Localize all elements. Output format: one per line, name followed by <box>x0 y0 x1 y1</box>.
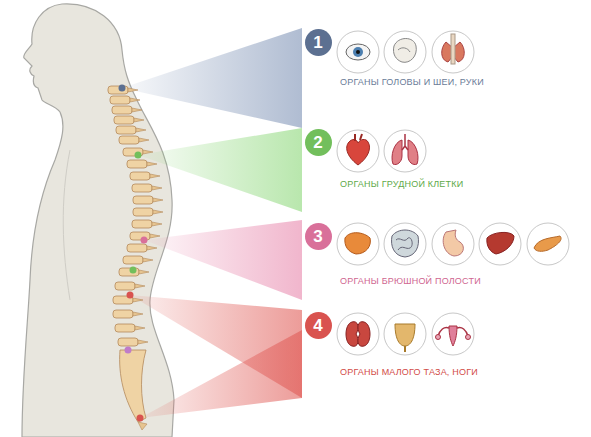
number-circle: 1 <box>305 29 332 56</box>
spine-dots <box>119 85 148 422</box>
number-circle: 4 <box>305 312 332 339</box>
arm-outline <box>63 150 70 300</box>
number-circle: 3 <box>305 223 332 250</box>
beam-abdomen <box>144 220 302 300</box>
organ-icons-head <box>337 31 474 73</box>
beam-chest <box>138 128 302 212</box>
body-silhouette <box>22 4 174 437</box>
organ-icons-pelvis <box>337 313 474 355</box>
number-circle: 2 <box>305 129 332 156</box>
group-label: ОРГАНЫ ГРУДНОЙ КЛЕТКИ <box>340 179 463 190</box>
spine <box>108 86 163 430</box>
callout-number: 2 <box>305 134 332 151</box>
organ-icons-chest <box>337 130 426 172</box>
beam-pelvis <box>140 330 302 418</box>
callout-number: 3 <box>305 228 332 245</box>
group-label: ОРГАНЫ БРЮШНОЙ ПОЛОСТИ <box>340 276 481 287</box>
callout-number: 1 <box>305 34 332 51</box>
group-label: ОРГАНЫ ГОЛОВЫ И ШЕИ, РУКИ <box>340 77 484 88</box>
callout-number: 4 <box>305 317 332 334</box>
organ-icons-abdomen <box>337 223 569 265</box>
beam-head <box>122 28 302 128</box>
group-label: ОРГАНЫ МАЛОГО ТАЗА, НОГИ <box>340 367 478 378</box>
